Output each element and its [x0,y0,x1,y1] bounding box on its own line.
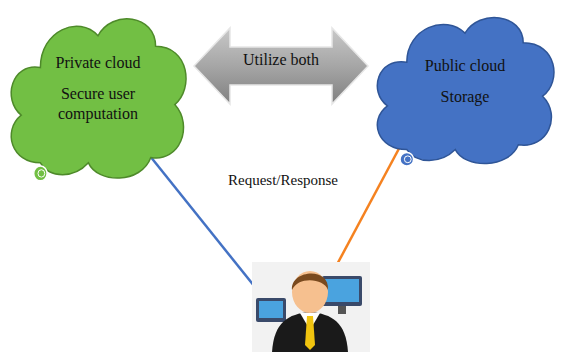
user-icon [252,262,370,352]
edge-label: Utilize both [243,51,319,69]
cloud-title: Private cloud [56,53,141,74]
cloud-node: Private cloudSecure user computation [2,4,194,184]
cloud-node: Public cloudStorage [368,4,562,169]
connection-label: Request/Response [228,172,338,189]
cloud-body: Secure user computation [42,84,154,126]
cloud-shape [368,4,562,169]
cloud-title: Public cloud [425,56,505,77]
cloud-body: Storage [441,87,490,108]
double-arrow [194,28,368,104]
